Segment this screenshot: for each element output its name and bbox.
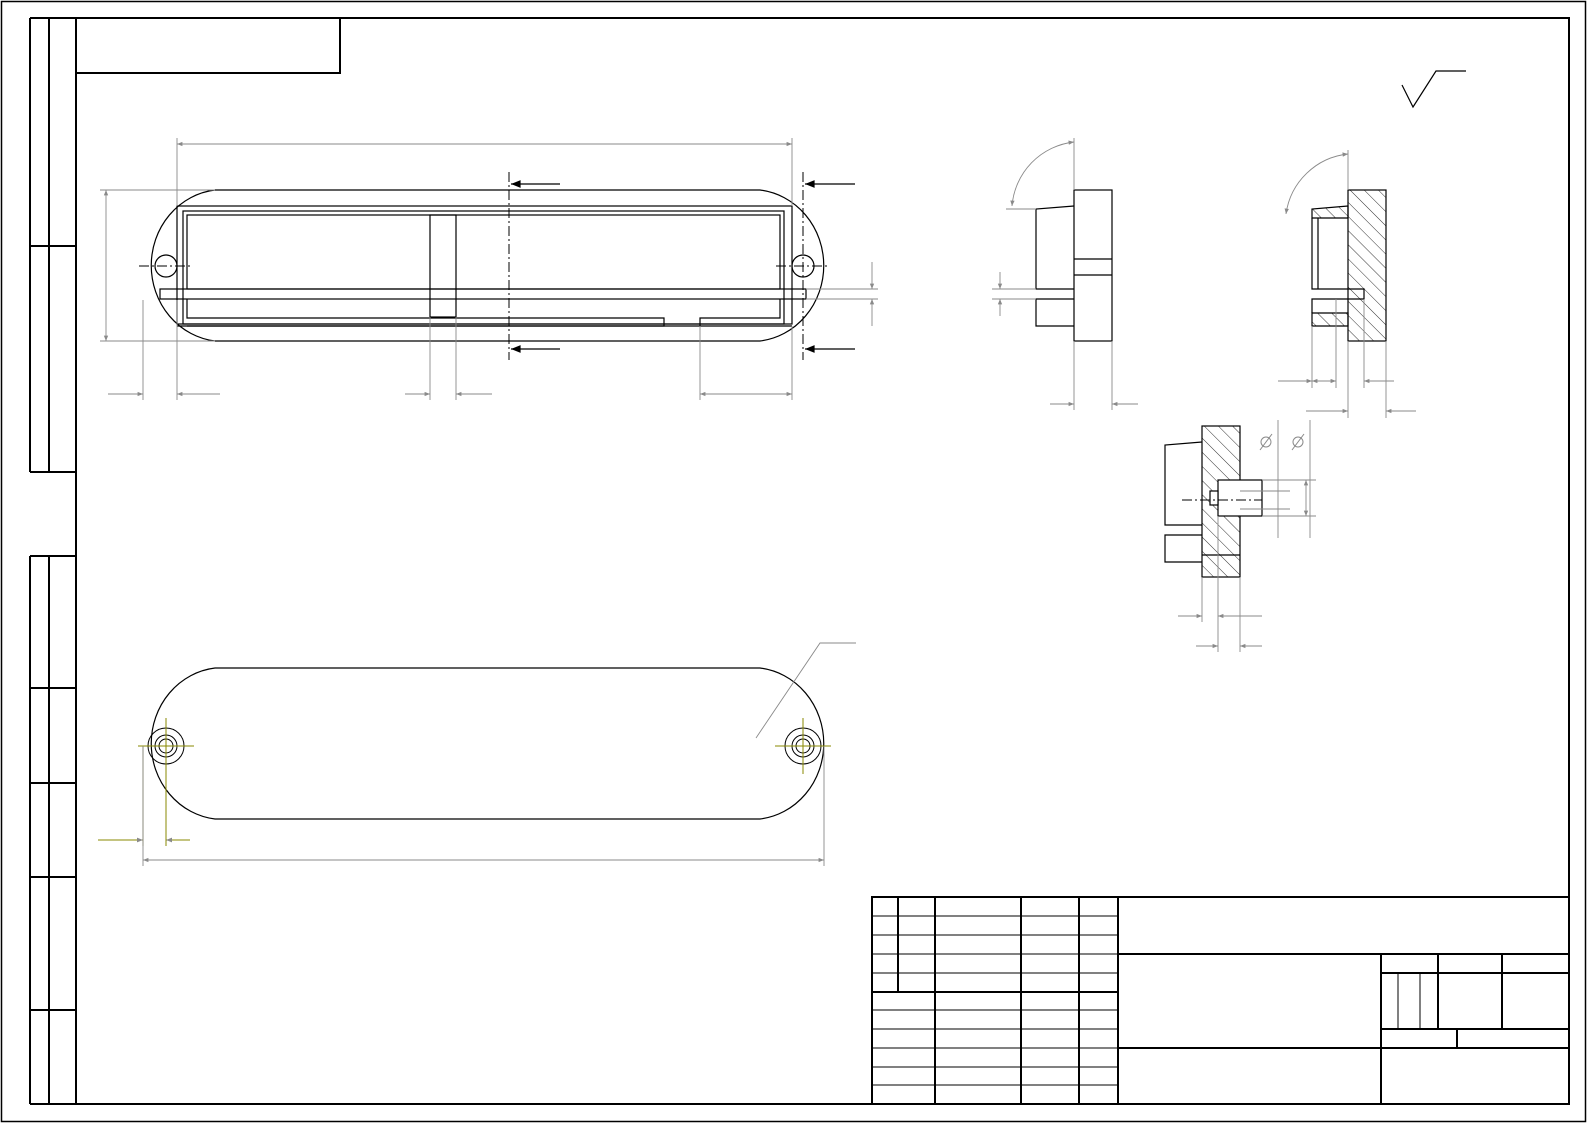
side-view [1035,189,1113,342]
bottom-view-dimensions [142,642,856,866]
section-view-dimensions [1278,150,1416,418]
bottom-view-centerlines [98,718,831,846]
section-arrows [511,180,855,353]
detail-section-view [1164,425,1263,578]
front-view [150,189,825,342]
top-left-stamp-box [76,18,341,74]
front-view-centerlines [139,172,830,360]
title-block [871,896,1570,1105]
diameter-symbol-icons [1259,433,1305,451]
bottom-view [150,667,825,820]
side-view-dimensions [992,138,1138,410]
roughness-check-mark [1401,70,1466,109]
bottom-view-holes [147,727,822,765]
section-view [1311,189,1387,342]
title-block-thin-lines [872,915,1421,1086]
front-view-dimensions [100,138,878,400]
detail-section-dimensions [1178,420,1316,652]
left-binding-strip [29,17,76,1105]
